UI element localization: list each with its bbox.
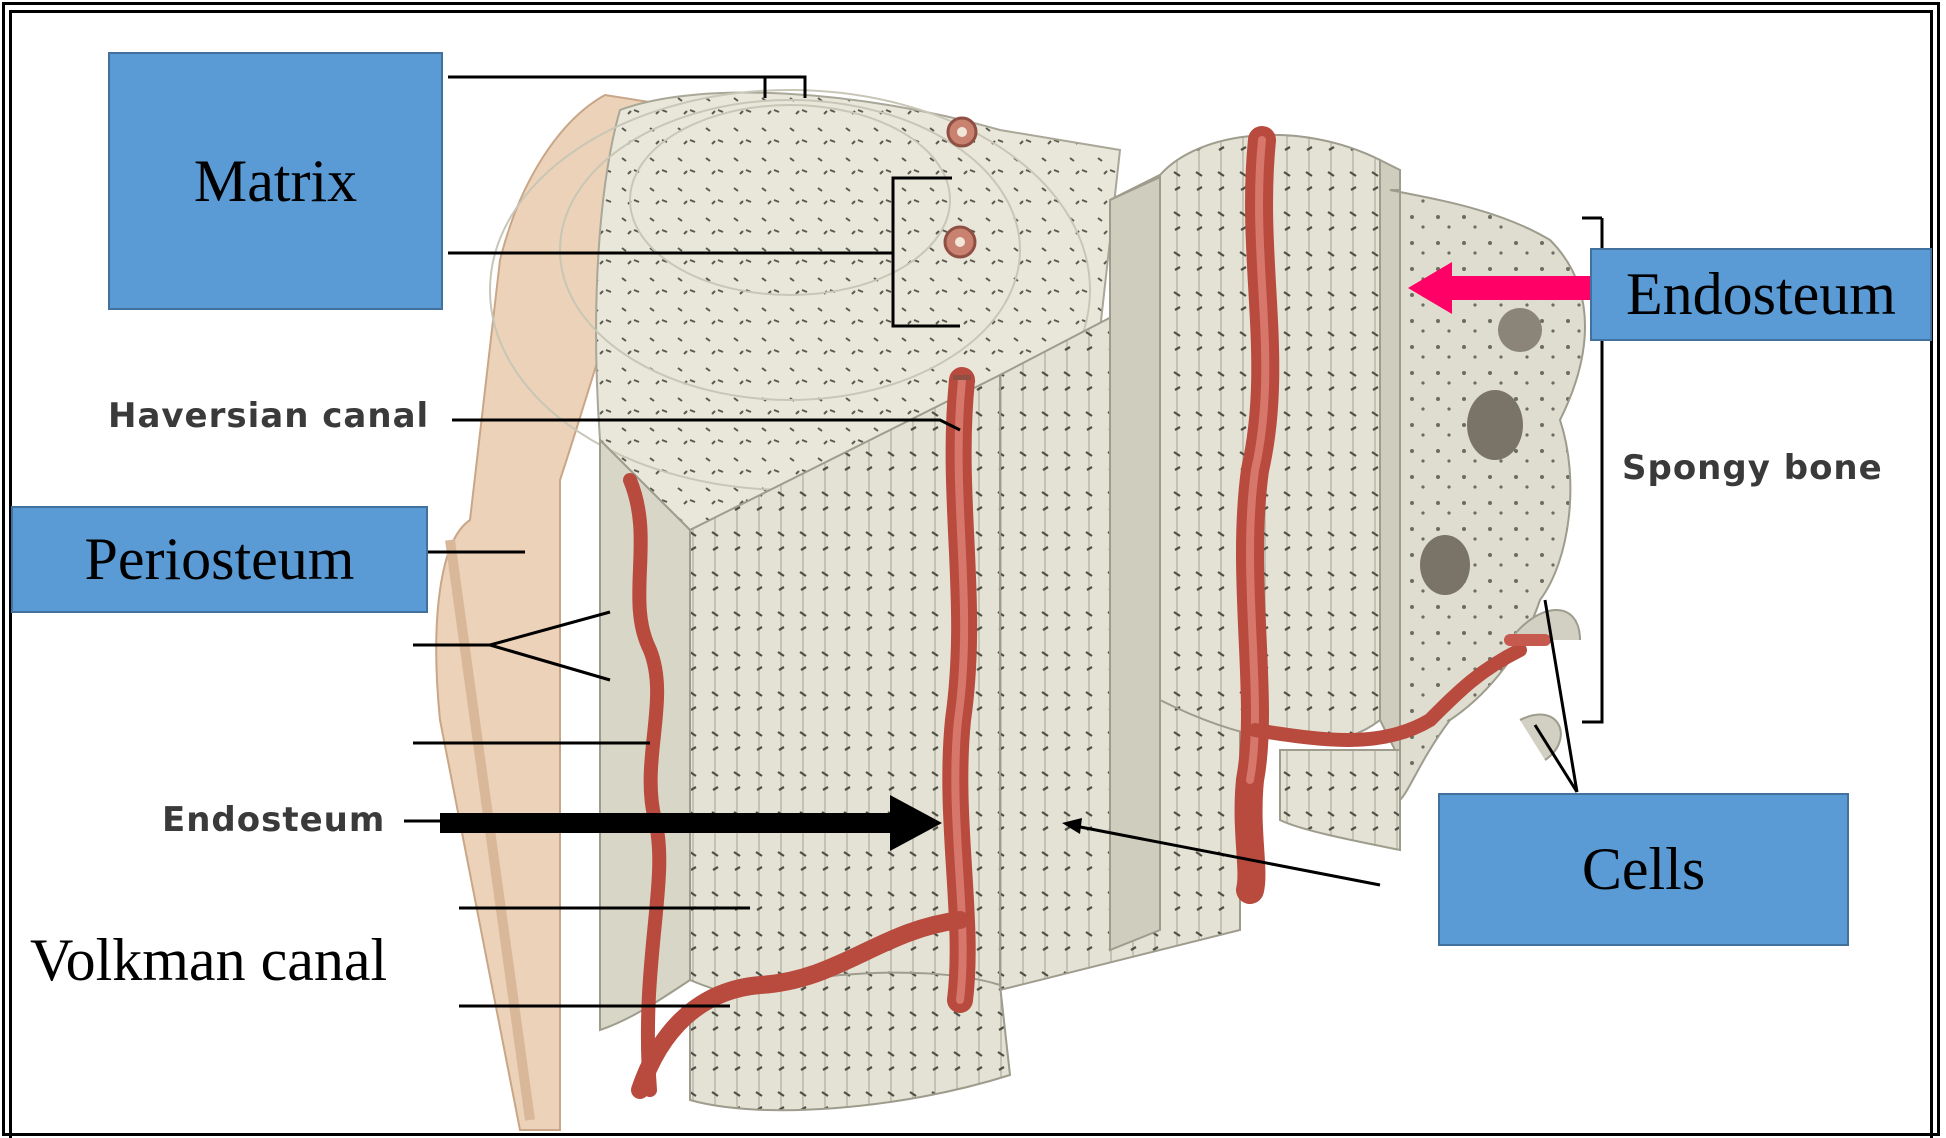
- matrix-box: Matrix: [108, 52, 443, 310]
- endosteum-image-label: Endosteum: [162, 800, 385, 840]
- endosteum-label: Endosteum: [1626, 260, 1896, 329]
- endosteum-box: Endosteum: [1590, 248, 1932, 341]
- volkman-canal-label: Volkman canal: [30, 926, 387, 995]
- spongy-bone-label: Spongy bone: [1622, 448, 1883, 488]
- periosteum-label: Periosteum: [85, 525, 355, 594]
- cells-label: Cells: [1582, 835, 1705, 904]
- cells-box: Cells: [1438, 793, 1849, 946]
- periosteum-box: Periosteum: [11, 506, 428, 613]
- haversian-canal-label: Haversian canal: [108, 396, 429, 436]
- matrix-label: Matrix: [194, 147, 357, 216]
